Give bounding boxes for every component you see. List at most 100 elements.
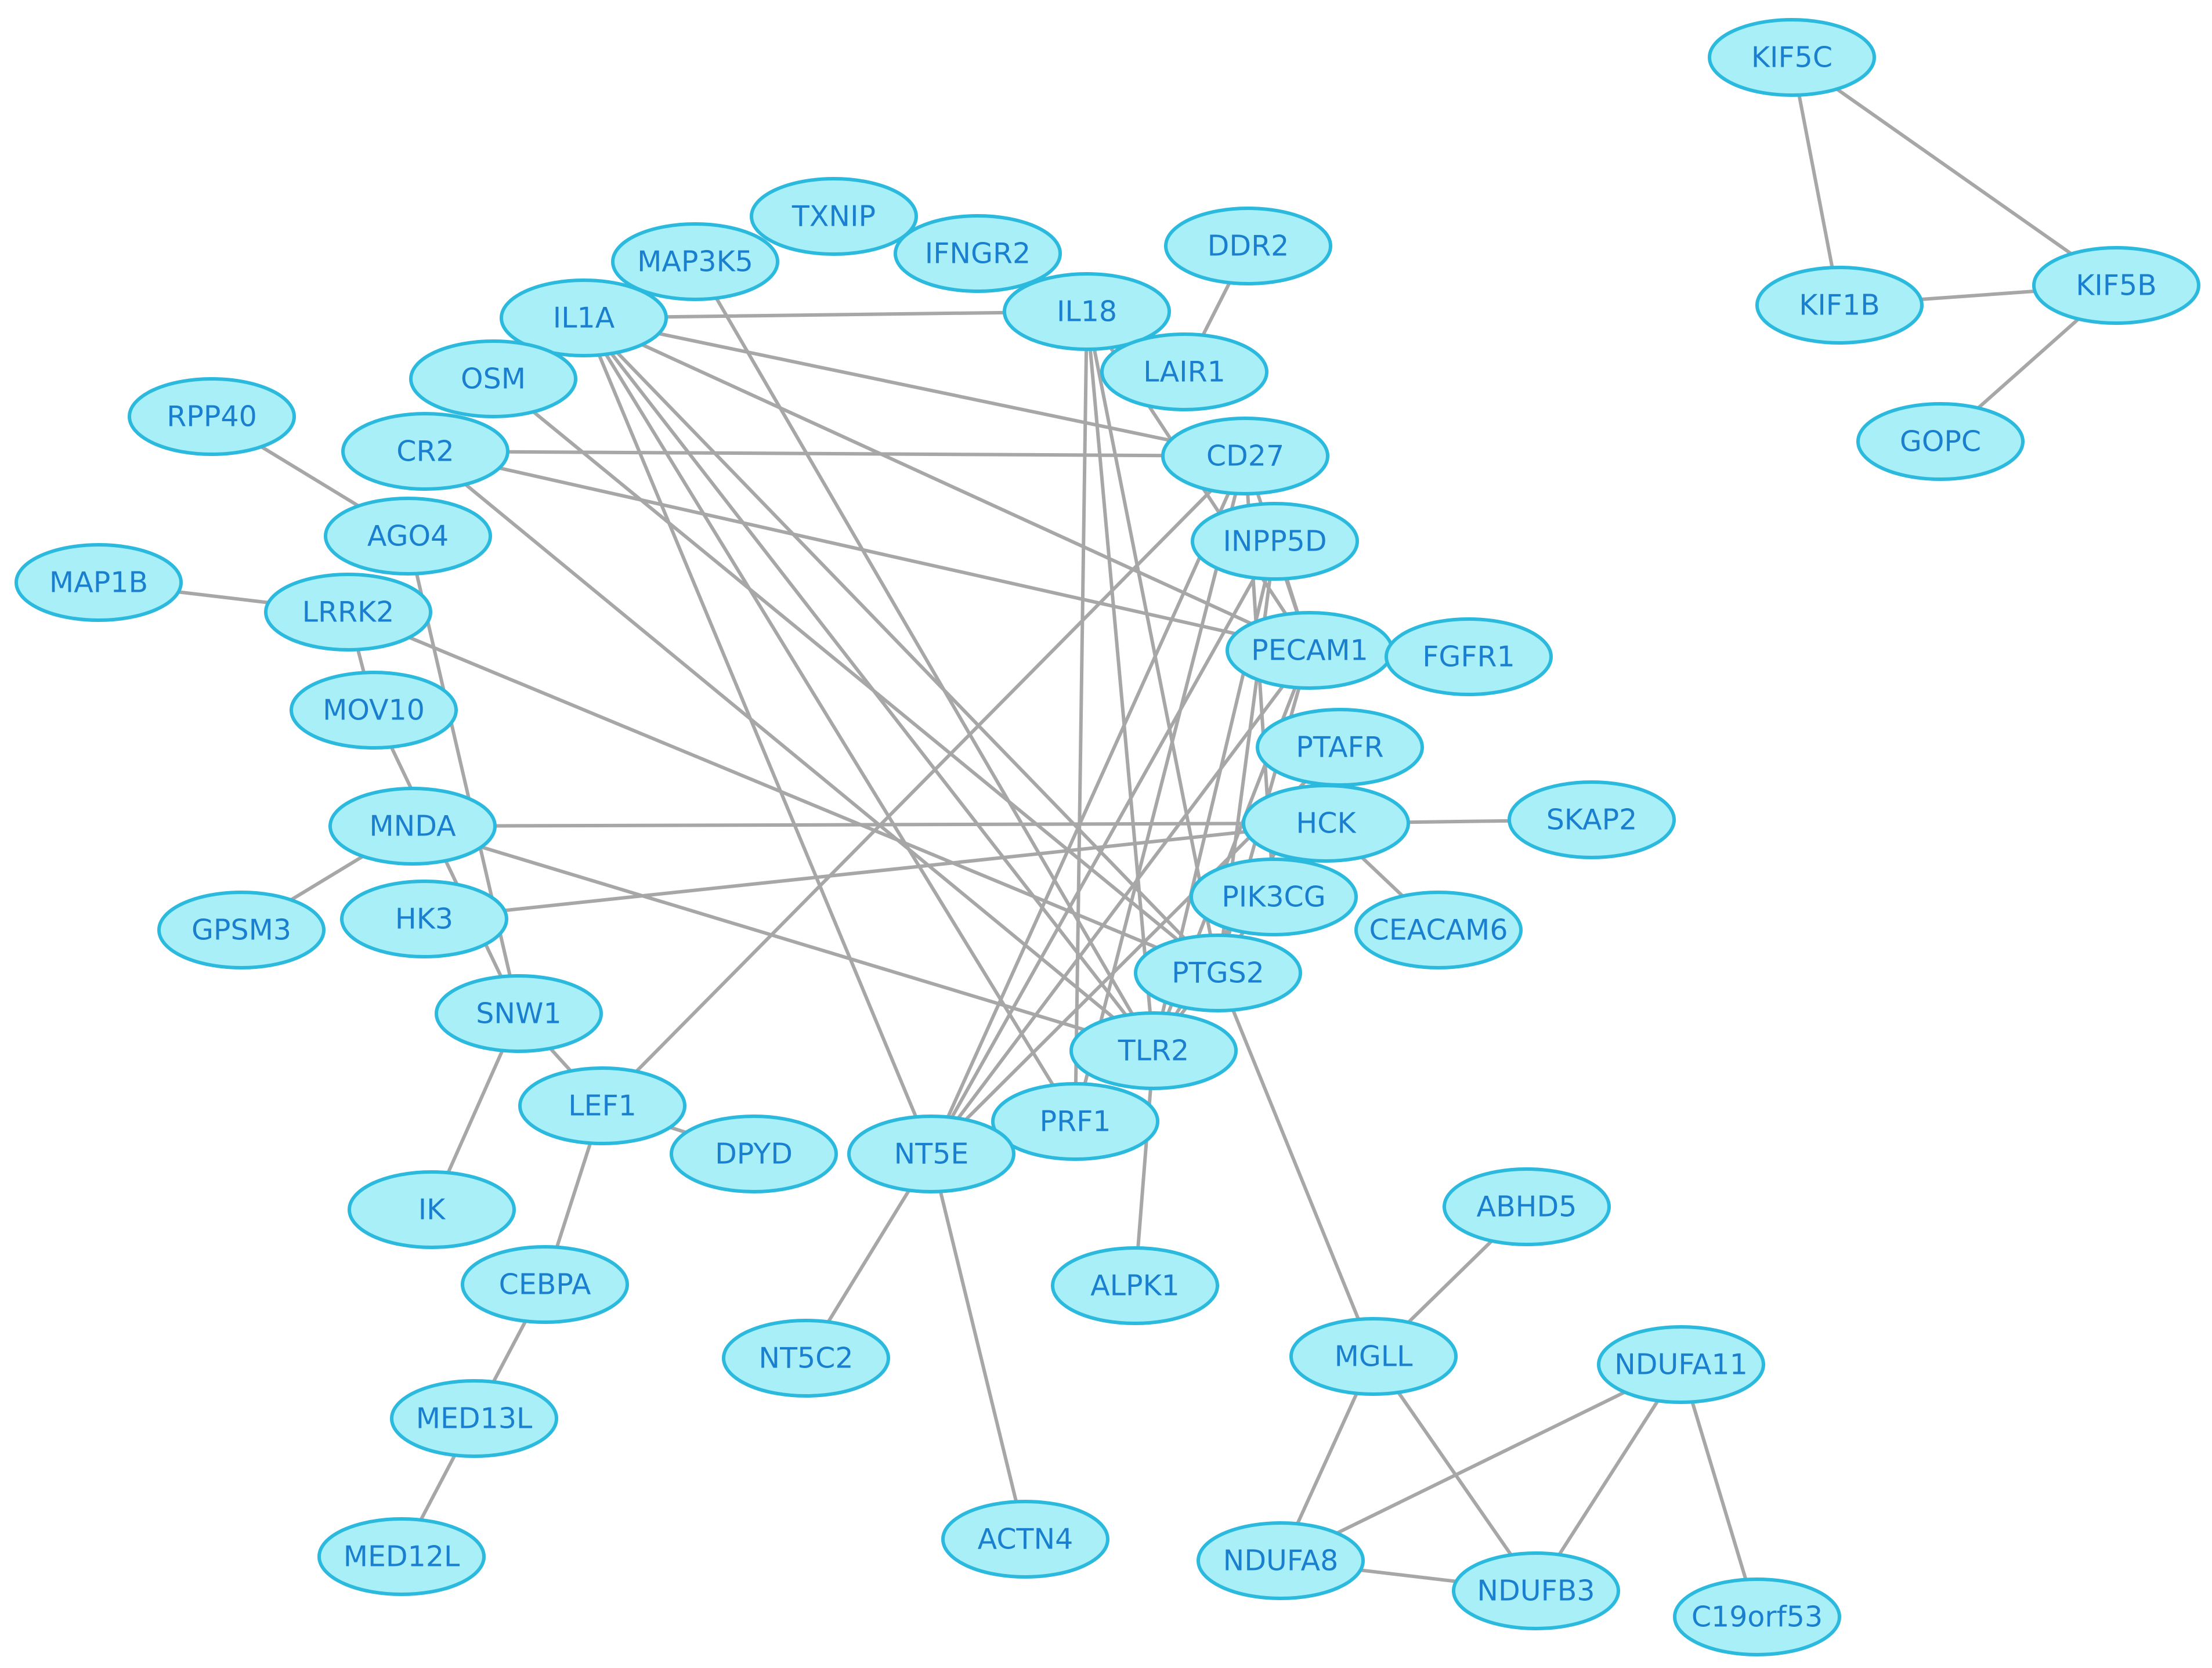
node-ellipse-osm[interactable] <box>409 339 577 418</box>
node-ellipse-fgfr1[interactable] <box>1385 617 1553 696</box>
node-ellipse-lrrk2[interactable] <box>264 573 432 652</box>
node-kif5b[interactable]: KIF5B <box>2032 246 2200 325</box>
node-ellipse-hk3[interactable] <box>340 880 508 958</box>
node-lef1[interactable]: LEF1 <box>518 1066 686 1145</box>
node-ellipse-map3k5[interactable] <box>611 222 779 301</box>
node-ellipse-map1b[interactable] <box>15 543 183 622</box>
node-ellipse-ago4[interactable] <box>324 497 492 576</box>
node-ellipse-actn4[interactable] <box>941 1500 1109 1579</box>
node-il1a[interactable]: IL1A <box>500 278 668 357</box>
node-label-map1b: MAP1B <box>49 566 148 599</box>
node-il18[interactable]: IL18 <box>1003 272 1171 351</box>
node-prf1[interactable]: PRF1 <box>991 1082 1159 1161</box>
node-ik[interactable]: IK <box>348 1170 516 1249</box>
node-ellipse-skap2[interactable] <box>1508 780 1676 859</box>
node-ellipse-gopc[interactable] <box>1856 402 2025 481</box>
node-ellipse-cebpa[interactable] <box>461 1245 629 1324</box>
node-ellipse-ndufa11[interactable] <box>1597 1325 1765 1404</box>
node-snw1[interactable]: SNW1 <box>435 974 603 1053</box>
node-ellipse-kif5b[interactable] <box>2032 246 2200 325</box>
node-ellipse-med12l[interactable] <box>317 1517 486 1596</box>
node-kif1b[interactable]: KIF1B <box>1755 266 1924 345</box>
node-ellipse-tlr2[interactable] <box>1069 1011 1238 1090</box>
node-mnda[interactable]: MNDA <box>328 787 497 866</box>
node-ddr2[interactable]: DDR2 <box>1164 207 1332 285</box>
node-hk3[interactable]: HK3 <box>340 880 508 958</box>
node-nt5e[interactable]: NT5E <box>847 1115 1015 1193</box>
node-pik3cg[interactable]: PIK3CG <box>1190 857 1358 936</box>
node-ptafr[interactable]: PTAFR <box>1256 708 1424 787</box>
node-cd27[interactable]: CD27 <box>1161 417 1329 495</box>
node-skap2[interactable]: SKAP2 <box>1508 780 1676 859</box>
node-ndufa8[interactable]: NDUFA8 <box>1197 1521 1365 1600</box>
node-ellipse-lair1[interactable] <box>1100 332 1268 411</box>
node-ellipse-ceacam6[interactable] <box>1354 891 1523 969</box>
node-cebpa[interactable]: CEBPA <box>461 1245 629 1324</box>
node-ellipse-il1a[interactable] <box>500 278 668 357</box>
node-ellipse-nt5c2[interactable] <box>722 1319 890 1398</box>
node-ellipse-ik[interactable] <box>348 1170 516 1249</box>
node-map3k5[interactable]: MAP3K5 <box>611 222 779 301</box>
node-ellipse-snw1[interactable] <box>435 974 603 1053</box>
node-ceacam6[interactable]: CEACAM6 <box>1354 891 1523 969</box>
node-osm[interactable]: OSM <box>409 339 577 418</box>
node-ellipse-alpk1[interactable] <box>1051 1246 1219 1325</box>
node-ifngr2[interactable]: IFNGR2 <box>894 214 1062 293</box>
node-ellipse-ddr2[interactable] <box>1164 207 1332 285</box>
node-ellipse-pik3cg[interactable] <box>1190 857 1358 936</box>
node-ellipse-mov10[interactable] <box>290 671 458 750</box>
node-ellipse-mgll[interactable] <box>1289 1317 1458 1396</box>
node-ellipse-ndufa8[interactable] <box>1197 1521 1365 1600</box>
node-ptgs2[interactable]: PTGS2 <box>1134 933 1302 1012</box>
node-ago4[interactable]: AGO4 <box>324 497 492 576</box>
node-ellipse-kif5c[interactable] <box>1708 18 1876 97</box>
node-med13l[interactable]: MED13L <box>390 1379 558 1458</box>
node-ellipse-kif1b[interactable] <box>1755 266 1924 345</box>
node-alpk1[interactable]: ALPK1 <box>1051 1246 1219 1325</box>
node-inpp5d[interactable]: INPP5D <box>1191 502 1359 581</box>
node-ellipse-il18[interactable] <box>1003 272 1171 351</box>
node-lair1[interactable]: LAIR1 <box>1100 332 1268 411</box>
node-abhd5[interactable]: ABHD5 <box>1443 1167 1611 1246</box>
node-ellipse-cd27[interactable] <box>1161 417 1329 495</box>
node-ellipse-cr2[interactable] <box>341 412 509 491</box>
node-ellipse-ndufb3[interactable] <box>1452 1551 1620 1630</box>
node-mov10[interactable]: MOV10 <box>290 671 458 750</box>
node-ndufa11[interactable]: NDUFA11 <box>1597 1325 1765 1404</box>
node-ellipse-c19orf53[interactable] <box>1673 1577 1841 1656</box>
node-gpsm3[interactable]: GPSM3 <box>157 891 326 969</box>
node-fgfr1[interactable]: FGFR1 <box>1385 617 1553 696</box>
node-ellipse-hck[interactable] <box>1242 784 1410 863</box>
node-label-abhd5: ABHD5 <box>1477 1191 1577 1224</box>
node-c19orf53[interactable]: C19orf53 <box>1673 1577 1841 1656</box>
node-ellipse-ptgs2[interactable] <box>1134 933 1302 1012</box>
node-ellipse-prf1[interactable] <box>991 1082 1159 1161</box>
node-ndufb3[interactable]: NDUFB3 <box>1452 1551 1620 1630</box>
node-actn4[interactable]: ACTN4 <box>941 1500 1109 1579</box>
node-ellipse-rpp40[interactable] <box>128 377 296 456</box>
node-nt5c2[interactable]: NT5C2 <box>722 1319 890 1398</box>
node-ellipse-ifngr2[interactable] <box>894 214 1062 293</box>
node-dpyd[interactable]: DPYD <box>670 1115 838 1193</box>
node-map1b[interactable]: MAP1B <box>15 543 183 622</box>
node-cr2[interactable]: CR2 <box>341 412 509 491</box>
node-ellipse-mnda[interactable] <box>328 787 497 866</box>
node-ellipse-dpyd[interactable] <box>670 1115 838 1193</box>
node-med12l[interactable]: MED12L <box>317 1517 486 1596</box>
node-ellipse-gpsm3[interactable] <box>157 891 326 969</box>
node-hck[interactable]: HCK <box>1242 784 1410 863</box>
node-ellipse-nt5e[interactable] <box>847 1115 1015 1193</box>
node-lrrk2[interactable]: LRRK2 <box>264 573 432 652</box>
node-pecam1[interactable]: PECAM1 <box>1226 611 1394 690</box>
node-ellipse-abhd5[interactable] <box>1443 1167 1611 1246</box>
node-ellipse-med13l[interactable] <box>390 1379 558 1458</box>
node-txnip[interactable]: TXNIP <box>750 177 918 256</box>
node-mgll[interactable]: MGLL <box>1289 1317 1458 1396</box>
node-rpp40[interactable]: RPP40 <box>128 377 296 456</box>
node-ellipse-lef1[interactable] <box>518 1066 686 1145</box>
node-ellipse-txnip[interactable] <box>750 177 918 256</box>
node-tlr2[interactable]: TLR2 <box>1069 1011 1238 1090</box>
node-gopc[interactable]: GOPC <box>1856 402 2025 481</box>
node-ellipse-inpp5d[interactable] <box>1191 502 1359 581</box>
node-kif5c[interactable]: KIF5C <box>1708 18 1876 97</box>
